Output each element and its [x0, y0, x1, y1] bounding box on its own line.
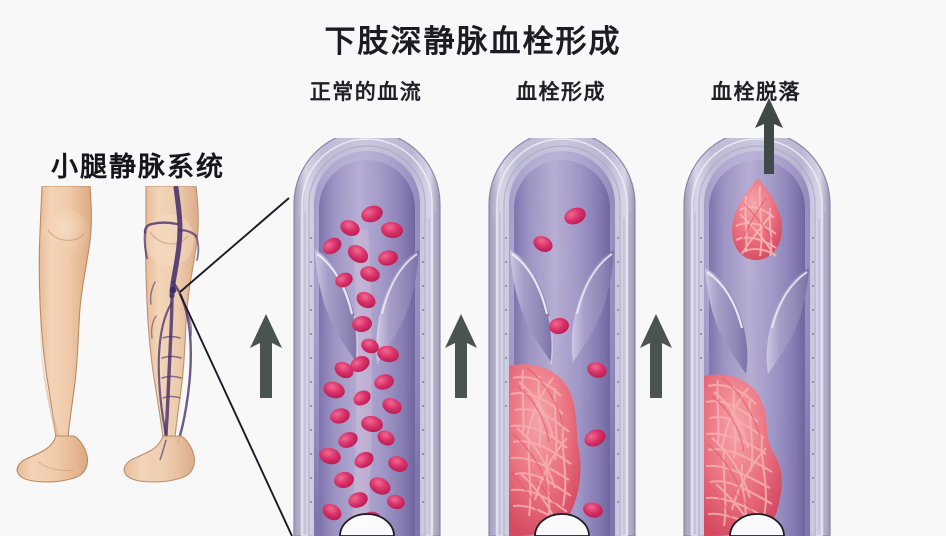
vessel-bottom-opening	[729, 513, 785, 536]
vein-tube-thrombus-forming	[488, 138, 636, 536]
foot-vein	[159, 439, 167, 461]
column-label-embolus: 血栓脱落	[711, 81, 801, 104]
vein-tube-normal	[293, 138, 441, 536]
red-blood-cells	[533, 207, 607, 518]
venous-valve	[705, 268, 809, 374]
embolus-fibrin	[735, 185, 777, 257]
leg-surface-illustration	[16, 186, 92, 483]
vessel-bottom-opening	[534, 513, 590, 536]
arrow-up-icon	[640, 314, 672, 398]
vessel-rim-highlight	[301, 138, 433, 536]
detached-embolus	[732, 178, 782, 260]
wall-striations	[688, 212, 826, 534]
leg-illustration-group	[8, 186, 248, 491]
arrow-up-icon	[445, 314, 477, 398]
wall-striations	[493, 212, 631, 534]
wall-dots	[504, 236, 620, 504]
foot-crease	[37, 461, 75, 471]
vein-junction-node	[169, 286, 177, 294]
embolus-travel-arrow	[755, 98, 783, 174]
wall-dots	[309, 236, 425, 504]
calf-shading	[40, 296, 60, 438]
flow-direction-arrow-normal	[250, 314, 282, 398]
foot-shape	[16, 435, 89, 483]
arrow-up-icon	[250, 314, 282, 398]
column-label-forming: 血栓形成	[516, 81, 606, 104]
wall-striations	[298, 212, 436, 534]
vein-tube-embolization	[683, 138, 831, 536]
vessel-bottom-opening	[339, 513, 395, 536]
thrombus-mass	[509, 364, 581, 536]
leg-panel-title: 小腿静脉系统	[51, 152, 225, 182]
thrombus-mass	[704, 374, 782, 536]
wall-dots	[699, 236, 815, 504]
column-label-normal: 正常的血流	[309, 81, 423, 104]
vessel-rim-shade	[503, 145, 621, 536]
venous-valve	[510, 250, 614, 365]
knee-crease	[47, 229, 85, 241]
vessel-rim-shade	[308, 145, 426, 536]
arrow-up-icon	[755, 98, 783, 174]
flow-direction-arrow-forming	[445, 314, 477, 398]
page-title: 下肢深静脉血栓形成	[324, 24, 622, 59]
leg-venous-illustration	[123, 186, 200, 483]
knee-highlight	[40, 210, 92, 266]
vessel-rim-highlight	[496, 138, 628, 536]
flow-direction-arrow-embolus	[640, 314, 672, 398]
foot-shape-2	[123, 435, 196, 483]
